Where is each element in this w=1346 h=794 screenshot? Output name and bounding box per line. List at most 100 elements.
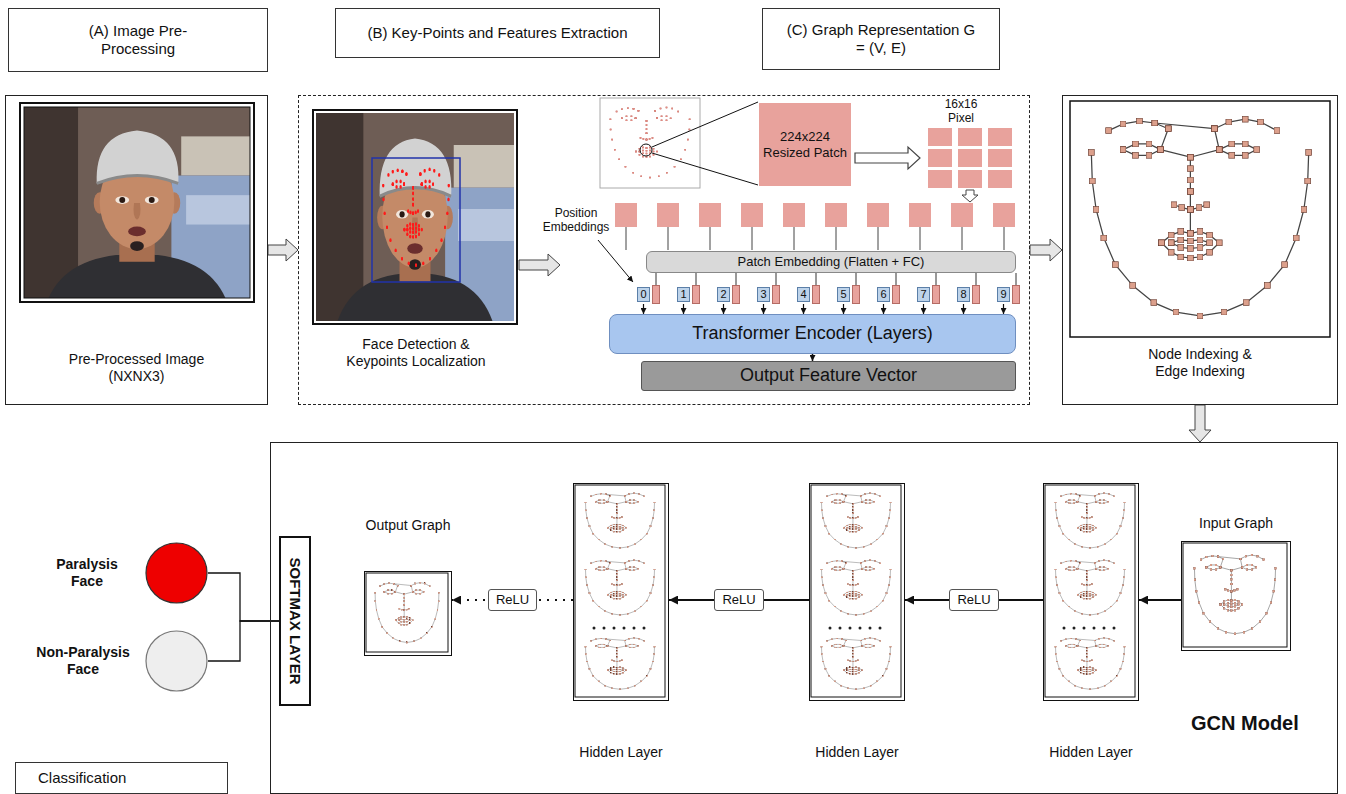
node-text: (C) Graph Representation G = (V, E)	[784, 21, 979, 57]
output-graph: Output Graph	[364, 571, 452, 656]
transformer-encoder: Transformer Encoder (Layers)	[609, 314, 1016, 354]
block-arrow	[1030, 239, 1062, 261]
connector	[923, 304, 924, 314]
flow-arrow	[519, 254, 560, 276]
non-paralysis-output: Non-Paralysis Face	[145, 630, 208, 692]
position-token: 5	[837, 285, 860, 304]
connector	[816, 273, 817, 285]
connector	[843, 304, 844, 314]
section-header: (A) Image Pre-Processing	[8, 8, 268, 72]
node-text: Face Detection & Keypoints Localization	[331, 336, 501, 370]
node-text: Paralysis Face	[47, 556, 127, 590]
keypoint-sketch	[600, 98, 758, 188]
connector	[763, 304, 764, 314]
connector	[803, 304, 804, 314]
node-text: Transformer Encoder (Layers)	[692, 323, 932, 345]
patch-bar	[652, 285, 660, 304]
node-text: Output Feature Vector	[740, 365, 917, 387]
connector	[963, 304, 964, 314]
node-text: (B) Key-Points and Features Extraction	[367, 24, 627, 42]
input-graph: Input Graph	[1181, 541, 1291, 651]
hidden-layer: Hidden Layer	[573, 483, 669, 701]
paralysis-output: Paralysis Face	[145, 542, 208, 604]
patch-bar	[732, 285, 740, 304]
node-text: Input Graph	[1199, 515, 1273, 532]
hidden-layer: Hidden Layer	[1043, 483, 1139, 701]
position-token: 1	[677, 285, 700, 304]
patch-row	[615, 203, 1015, 250]
patch-embedding: Patch Embedding (Flatten + FC)	[646, 251, 1016, 273]
gcn-model-box: GCN ModelSOFTMAX LAYEROutput GraphHidden…	[270, 442, 1338, 794]
node-text: 224x224 Resized Patch	[762, 129, 848, 160]
connector	[723, 304, 724, 314]
section-header: (C) Graph Representation G = (V, E)	[762, 8, 1000, 70]
hidden-layer: Hidden Layer	[809, 483, 905, 701]
patch-bar	[852, 285, 860, 304]
node-text: Output Graph	[366, 517, 451, 534]
node-text: Hidden Layer	[1049, 744, 1132, 761]
node-text: GCN Model	[1191, 711, 1299, 735]
landmark-graph	[1070, 101, 1330, 337]
position-token: 2	[717, 285, 740, 304]
position-index: 3	[757, 287, 770, 302]
ellipse-outline	[145, 630, 208, 692]
connector	[696, 273, 697, 285]
position-index: 7	[917, 287, 930, 302]
pixel-grid	[928, 128, 1012, 188]
connector	[736, 273, 737, 285]
classification-box: Classification	[15, 762, 228, 794]
position-index: 1	[677, 287, 690, 302]
annotation-label: Position Embeddings	[538, 206, 614, 235]
node-text: Hidden Layer	[815, 744, 898, 761]
position-token: 9	[997, 285, 1020, 304]
output-feature-vector: Output Feature Vector	[641, 361, 1016, 391]
graph-panel: Node Indexing & Edge Indexing	[1062, 95, 1338, 405]
connector	[683, 304, 684, 314]
patch-bar	[772, 285, 780, 304]
ellipse-outline	[145, 542, 208, 604]
patch-bar	[692, 285, 700, 304]
node-text: Pre-Processed Image (NXNX3)	[54, 351, 219, 385]
relu-label: ReLU	[488, 589, 537, 611]
position-index: 6	[877, 287, 890, 302]
node-text: Hidden Layer	[579, 744, 662, 761]
connector	[1016, 273, 1017, 285]
connector	[976, 273, 977, 285]
block-arrow	[268, 239, 298, 261]
section-header: (B) Key-Points and Features Extraction	[335, 8, 660, 58]
patch-bar	[972, 285, 980, 304]
connector	[812, 354, 814, 361]
relu-label: ReLU	[949, 589, 998, 611]
connector	[643, 304, 644, 314]
resized-patch: 224x224 Resized Patch	[759, 103, 851, 186]
keypoint-photo	[313, 110, 517, 324]
position-token: 6	[877, 285, 900, 304]
position-token: 8	[957, 285, 980, 304]
position-index: 8	[957, 287, 970, 302]
position-token: 3	[757, 285, 780, 304]
connector	[856, 273, 857, 285]
connector	[776, 273, 777, 285]
input-panel: Pre-Processed Image (NXNX3)	[5, 95, 268, 405]
position-index: 2	[717, 287, 730, 302]
connector	[896, 273, 897, 285]
position-index: 5	[837, 287, 850, 302]
relu-label: ReLU	[714, 589, 763, 611]
flow-arrow	[962, 190, 978, 202]
input-photo	[20, 103, 254, 302]
patch-bar	[1012, 285, 1020, 304]
softmax-layer: SOFTMAX LAYER	[279, 536, 311, 706]
node-text: Node Indexing & Edge Indexing	[1138, 346, 1263, 380]
node-text: Classification	[38, 769, 126, 787]
position-index: 9	[997, 287, 1010, 302]
annotation-label: 16x16 Pixel	[935, 97, 987, 126]
node-text: SOFTMAX LAYER	[286, 558, 304, 685]
patch-bar	[932, 285, 940, 304]
patch-bar	[892, 285, 900, 304]
connector	[1139, 599, 1181, 601]
node-text: Non-Paralysis Face	[31, 644, 135, 678]
feature-extraction-panel: Face Detection & Keypoints Localization 2…	[298, 95, 1030, 405]
flow-arrow	[855, 147, 920, 169]
position-index: 0	[637, 287, 650, 302]
